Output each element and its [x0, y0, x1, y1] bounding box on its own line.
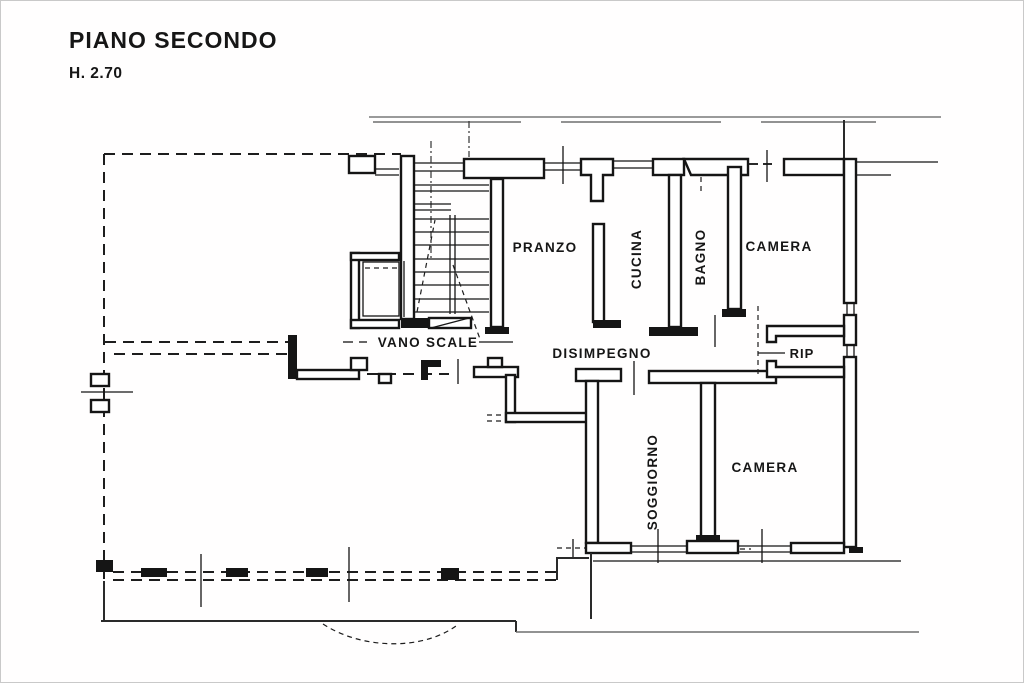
corridor-walls: [421, 315, 778, 545]
rip-nook: [757, 306, 846, 379]
label-cucina: CUCINA: [629, 229, 644, 289]
exterior-faint-lines: [369, 116, 941, 176]
label-pranzo: PRANZO: [513, 240, 578, 255]
right-wall: [842, 157, 863, 553]
label-rip: RIP: [790, 346, 815, 361]
label-soggiorno: SOGGIORNO: [645, 434, 660, 530]
label-bagno: BAGNO: [693, 229, 708, 286]
bottom-building-edges: [101, 560, 919, 645]
label-camera-bottom: CAMERA: [731, 460, 798, 475]
elevator-shaft: [349, 251, 405, 330]
stairwell: [401, 184, 489, 340]
label-vano-scale: VANO SCALE: [378, 335, 479, 350]
room-divider-walls-upper: [485, 165, 746, 336]
room-labels: PRANZO CUCINA BAGNO CAMERA VANO SCALE DI…: [343, 229, 815, 530]
label-disimpegno: DISIMPEGNO: [552, 346, 651, 361]
ceiling-height-note: H. 2.70: [69, 65, 122, 82]
label-camera-top: CAMERA: [745, 239, 812, 254]
left-wing-dashed-outline: [81, 153, 589, 621]
page-title: PIANO SECONDO: [69, 27, 278, 53]
bottom-wall-windows: [557, 529, 846, 619]
